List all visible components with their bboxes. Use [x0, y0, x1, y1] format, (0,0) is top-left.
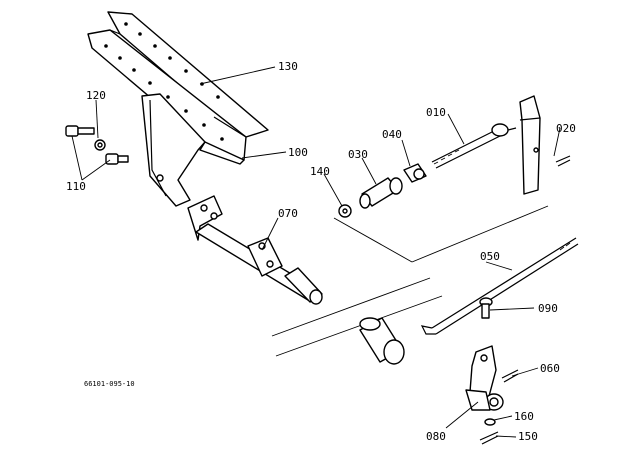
cotter-pin-020: [555, 155, 571, 167]
callout-130: 130: [278, 60, 298, 73]
callout-010: 010: [426, 106, 446, 119]
callout-030: 030: [348, 148, 368, 161]
clevis-080: [465, 345, 504, 411]
bolt-washer-group: [65, 125, 129, 165]
sleeve: [359, 317, 405, 365]
rod: [431, 123, 517, 169]
leader-lines: [71, 66, 561, 438]
callout-050: 050: [480, 250, 500, 263]
callout-140: 140: [310, 165, 330, 178]
spacer-030: [359, 177, 403, 209]
bracket-plate: [519, 95, 541, 195]
callout-080: 080: [426, 430, 446, 443]
callout-060: 060: [540, 362, 560, 375]
callout-110: 110: [66, 180, 86, 193]
callout-020: 020: [556, 122, 576, 135]
callout-120: 120: [86, 89, 106, 102]
callout-150: 150: [518, 430, 538, 443]
callout-160: 160: [514, 410, 534, 423]
nut-040: [403, 163, 427, 183]
pin-090: [479, 297, 493, 319]
rod-050: [420, 237, 579, 335]
callout-070: 070: [278, 207, 298, 220]
callout-labels: 130 120 110 100 010 020 040 030 140 070 …: [66, 60, 576, 443]
drawing-code: 66101-095-10: [84, 380, 135, 388]
washer-160: [484, 418, 496, 426]
pedal-arm: [141, 93, 245, 207]
callout-090: 090: [538, 302, 558, 315]
callout-100: 100: [288, 146, 308, 159]
pedal-shaft: [187, 195, 323, 305]
pedal-pad: [87, 11, 269, 161]
pin-060: [501, 369, 519, 383]
cotter-pin-150: [479, 431, 499, 445]
nut-140: [338, 204, 352, 218]
callout-040: 040: [382, 128, 402, 141]
reference-lines: [271, 205, 549, 357]
